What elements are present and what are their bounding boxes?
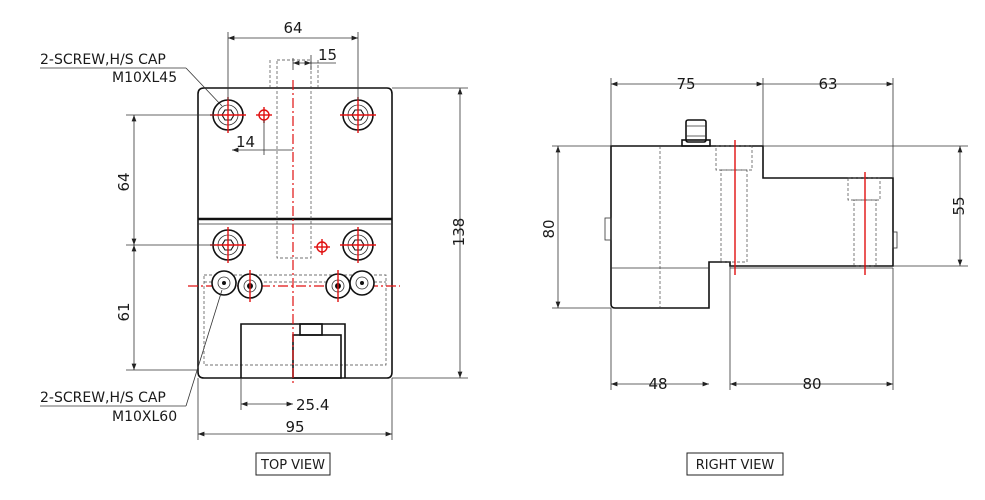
caption-right-view-box [686,452,784,476]
caption-top-view: TOP VIEW [260,458,325,473]
right-view-knob [685,119,707,143]
dim-top-vertical-2: 61 [115,302,133,321]
dim-right-top-1: 75 [676,75,695,93]
dim-right-bottom-1: 48 [648,375,667,393]
dim-right-step: 55 [950,196,968,215]
screw-head-middle-right [340,227,376,263]
caption-top-view-box [255,452,331,476]
dim-right-bottom-2: 80 [802,375,821,393]
top-view-hidden-slot [276,59,312,259]
right-view: 75 63 80 55 48 80 RIGHT VIEW [540,75,968,476]
pin-hole-lower [314,239,330,255]
dim-top-overall: 95 [285,418,304,436]
dim-right-top-2: 63 [818,75,837,93]
top-view-outline [197,87,393,379]
note-screw-upper-line2: M10XL45 [112,70,177,86]
right-view-outline [610,145,894,309]
dim-top-height: 138 [450,218,468,247]
dim-top-width: 64 [283,19,302,37]
screw-head-lower-right-2 [349,270,375,296]
screw-head-upper-right [340,97,376,133]
dim-top-bottom-slot: 25.4 [296,396,329,414]
note-screw-upper-line1: 2-SCREW,H/S CAP [40,52,166,68]
top-view: 64 15 14 64 61 138 25.4 95 2-SCR [40,19,468,476]
note-screw-lower-line1: 2-SCREW,H/S CAP [40,390,166,406]
dim-top-vertical-1: 64 [115,172,133,191]
screw-head-middle-left [210,227,246,263]
dim-top-slot: 15 [318,46,337,64]
screw-head-upper-left [210,97,246,133]
screw-head-lower-left [211,270,237,296]
caption-right-view: RIGHT VIEW [696,458,775,473]
dim-top-offset: 14 [236,133,255,151]
note-screw-lower-line2: M10XL60 [112,409,177,425]
dim-right-height: 80 [540,219,558,238]
